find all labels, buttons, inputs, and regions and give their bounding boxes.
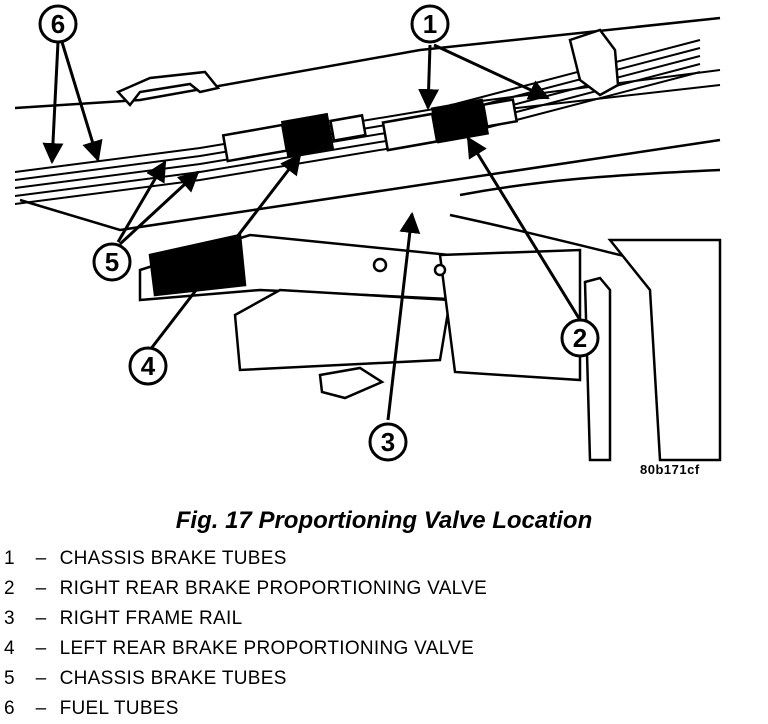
legend-item: 5– CHASSIS BRAKE TUBES — [4, 664, 487, 694]
legend-label: RIGHT FRAME RAIL — [59, 608, 243, 629]
legend-label: FUEL TUBES — [59, 698, 179, 719]
callout-5: 5 — [92, 242, 132, 282]
legend-item: 1– CHASSIS BRAKE TUBES — [4, 544, 487, 574]
upper-right-clip — [568, 28, 620, 97]
legend-num: 4 — [4, 638, 15, 659]
legend-dash: – — [35, 578, 47, 599]
callout-5-label: 5 — [105, 247, 119, 277]
callout-1-label: 1 — [423, 9, 437, 39]
callout-2: 2 — [560, 318, 600, 358]
callout-4: 4 — [128, 346, 168, 386]
legend-num: 5 — [4, 668, 15, 689]
callout-3: 3 — [368, 422, 408, 462]
callout-3-label: 3 — [381, 427, 395, 457]
left-valve — [221, 112, 367, 163]
legend-item: 2– RIGHT REAR BRAKE PROPORTIONING VALVE — [4, 574, 487, 604]
legend-item: 4– LEFT REAR BRAKE PROPORTIONING VALVE — [4, 634, 487, 664]
legend-label: LEFT REAR BRAKE PROPORTIONING VALVE — [59, 638, 475, 659]
figure-caption: Fig. 17 Proportioning Valve Location — [175, 507, 593, 534]
tube-clip — [115, 70, 221, 107]
legend-dash: – — [35, 698, 47, 719]
legend-dash: – — [35, 638, 47, 659]
legend-item: 3– RIGHT FRAME RAIL — [4, 604, 487, 634]
proportioning-valve-diagram: 6 1 5 4 3 2 — [14, 4, 722, 462]
right-valve — [381, 98, 519, 152]
legend-label: CHASSIS BRAKE TUBES — [59, 548, 287, 569]
legend-dash: – — [35, 668, 47, 689]
legend-label: RIGHT REAR BRAKE PROPORTIONING VALVE — [59, 578, 488, 599]
legend-num: 1 — [4, 548, 15, 569]
callout-4-label: 4 — [141, 351, 156, 381]
legend-list: 1– CHASSIS BRAKE TUBES 2– RIGHT REAR BRA… — [4, 544, 487, 724]
frame-rail — [138, 233, 582, 400]
callout-6: 6 — [38, 4, 78, 44]
legend-dash: – — [35, 548, 47, 569]
legend-num: 6 — [4, 698, 15, 719]
legend-item: 6– FUEL TUBES — [4, 694, 487, 724]
leader-lines — [42, 41, 582, 421]
right-bracket — [583, 238, 722, 462]
legend-num: 2 — [4, 578, 15, 599]
callout-6-label: 6 — [51, 9, 65, 39]
legend-label: CHASSIS BRAKE TUBES — [59, 668, 287, 689]
legend-num: 3 — [4, 608, 15, 629]
legend-dash: – — [35, 608, 47, 629]
callout-2-label: 2 — [573, 323, 587, 353]
callout-1: 1 — [410, 4, 450, 44]
figure-code: 80b171cf — [640, 462, 700, 477]
